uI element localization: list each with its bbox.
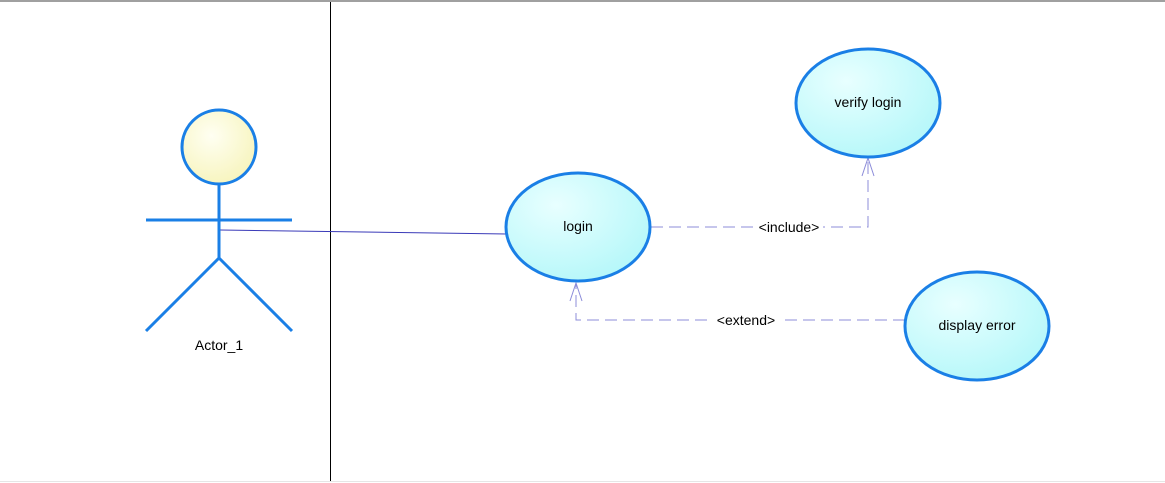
actor-right-leg — [217, 256, 294, 333]
use-case-verify-login[interactable]: verify login — [794, 47, 942, 159]
actor-left-leg — [144, 256, 221, 333]
extend-arrowhead — [569, 281, 583, 302]
extend-dependency-line[interactable] — [575, 283, 905, 321]
extend-label-bg — [712, 312, 780, 328]
include-label-bg — [755, 219, 823, 235]
extend-label: <extend> — [717, 312, 775, 328]
use-case-login-ellipse — [504, 171, 652, 283]
include-label: <include> — [759, 219, 820, 235]
use-case-display-error-ellipse — [903, 270, 1051, 382]
actor-head — [180, 108, 258, 186]
association-line[interactable] — [219, 229, 508, 235]
actor-actor-1[interactable] — [144, 108, 294, 333]
use-case-login[interactable]: login — [504, 171, 652, 283]
use-case-verify-login-ellipse — [794, 47, 942, 159]
use-case-login-label: login — [563, 218, 593, 234]
include-dependency-line[interactable] — [651, 158, 869, 228]
actor-name: Actor_1 — [195, 337, 243, 353]
use-case-display-error[interactable]: display error — [903, 270, 1051, 382]
use-case-display-error-label: display error — [938, 317, 1015, 333]
use-case-verify-login-label: verify login — [835, 94, 902, 110]
